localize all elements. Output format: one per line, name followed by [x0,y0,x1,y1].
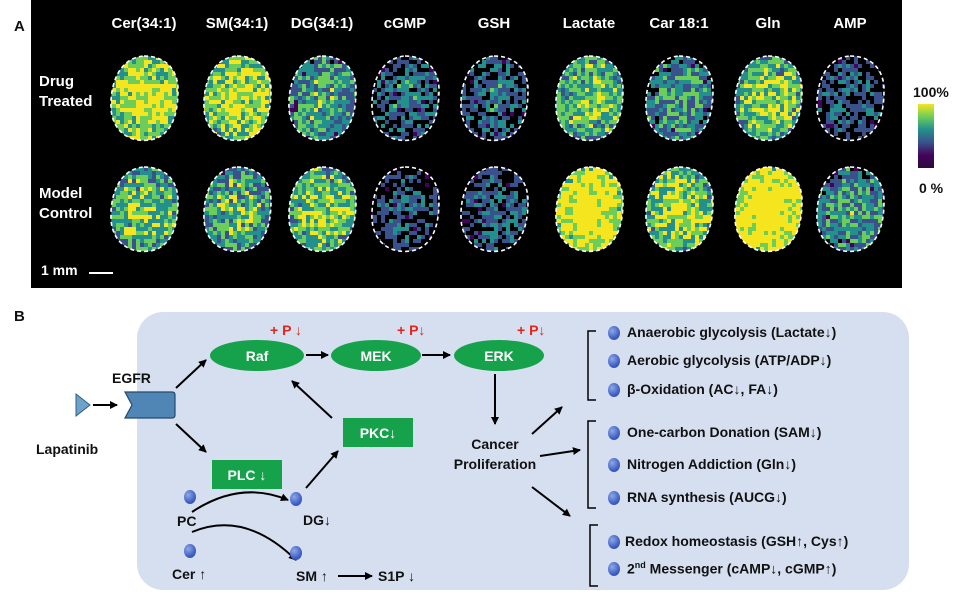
tissue-section-drug-5 [549,52,629,144]
lapatinib-label: Lapatinib [36,441,99,457]
arrow-cer-sm [191,524,297,561]
arrow-prolif-group3 [531,486,571,517]
outcome-second-messenger: 2nd Messenger (cAMP↓, cGMP↑) [627,560,837,577]
tissue-section-model-0 [104,163,184,255]
column-title-car: Car 18:1 [649,15,709,32]
tissue-section-drug-1 [197,52,277,144]
outcome-rna-synthesis: RNA synthesis (AUCG↓) [627,489,787,505]
pc-label: PC [177,513,197,529]
tissue-section-model-3 [365,163,445,255]
tissue-section-model-8 [810,163,890,255]
tissue-section-model-1 [197,163,277,255]
tissue-section-model-2 [282,163,362,255]
pc-metabolite-dot [184,490,196,504]
sm-label: SM ↑ [296,568,328,584]
outcome-dot [608,458,620,472]
arrow-pkc-raf [291,380,333,419]
row-label-model-control: Model Control [39,185,93,222]
tissue-section-drug-2 [282,52,362,144]
column-title-gsh: GSH [477,15,511,32]
bracket-group1 [587,330,596,401]
plc-node: PLC ↓ [212,460,282,489]
tissue-section-model-6 [639,163,719,255]
tissue-section-model-5 [549,163,629,255]
bracket-group2 [587,420,596,509]
cancer-proliferation-label: Cancer Proliferation [453,436,537,472]
column-title-lactate: Lactate [562,15,616,32]
arrow-pc-dg [191,491,289,513]
raf-node: Raf [210,340,304,371]
dg-label: DG↓ [303,512,331,528]
erk-node: ERK [454,340,544,371]
mek-phosphorylation-label: + P↓ [397,322,426,338]
raf-phosphorylation-label: + P ↓ [270,322,303,338]
column-title-gln: Gln [755,15,781,32]
tissue-section-drug-4 [454,52,534,144]
outcome-beta-oxidation: β-Oxidation (AC↓, FA↓) [627,381,778,397]
tissue-section-model-4 [454,163,534,255]
outcome-dot [608,326,620,340]
arrow-dg-pkc [305,450,339,489]
lapatinib-triangle-icon [75,393,91,417]
outcome-dot [608,491,620,505]
column-title-cer: Cer(34:1) [111,15,177,32]
arrow-egfr-plc [175,423,207,453]
tissue-section-drug-6 [639,52,719,144]
dg-metabolite-dot [290,492,302,506]
tissue-section-drug-3 [365,52,445,144]
row-label-drug-treated: Drug Treated [39,73,93,110]
outcome-dot [608,562,620,576]
outcome-redox-homeostasis: Redox homeostasis (GSH↑, Cys↑) [625,533,849,549]
colorbar [918,104,934,168]
outcome-dot [608,383,620,397]
outcome-dot [608,535,620,549]
outcome-aerobic-glycolysis: Aerobic glycolysis (ATP/ADP↓) [627,352,832,368]
mek-node: MEK [331,340,421,371]
tissue-section-drug-7 [728,52,808,144]
outcome-anaerobic-glycolysis: Anaerobic glycolysis (Lactate↓) [627,324,837,340]
outcome-one-carbon-donation: One-carbon Donation (SAM↓) [627,424,822,440]
bracket-group3 [589,524,598,587]
egfr-label: EGFR [112,370,151,386]
pkc-node: PKC↓ [343,418,413,447]
tissue-section-model-7 [728,163,808,255]
erk-phosphorylation-label: + P↓ [517,322,546,338]
s1p-label: S1P ↓ [378,568,416,584]
outcome-nitrogen-addiction: Nitrogen Addiction (Gln↓) [627,456,797,472]
column-title-cgmp: cGMP [383,15,427,32]
colorbar-min-label: 0 % [919,180,944,196]
arrow-prolif-group1 [531,406,563,435]
scale-bar-label: 1 mm [41,262,78,278]
scale-bar [89,272,113,274]
colorbar-max-label: 100% [913,84,949,100]
outcome-dot [608,354,620,368]
egfr-receptor-icon [124,391,176,419]
cer-metabolite-dot [184,544,196,558]
outcome-dot [608,426,620,440]
panel-a-label: A [14,18,25,35]
tissue-section-drug-0 [104,52,184,144]
column-title-dg: DG(34:1) [290,15,354,32]
sm-metabolite-dot [290,546,302,560]
column-title-sm: SM(34:1) [205,15,269,32]
tissue-section-drug-8 [810,52,890,144]
panel-b-label: B [14,308,25,325]
arrow-egfr-raf [175,359,207,389]
cer-label: Cer ↑ [172,566,207,582]
msi-image-panel: Cer(34:1) SM(34:1) DG(34:1) cGMP GSH Lac… [31,0,902,288]
column-title-amp: AMP [833,15,867,32]
arrow-prolif-group2 [539,447,581,457]
